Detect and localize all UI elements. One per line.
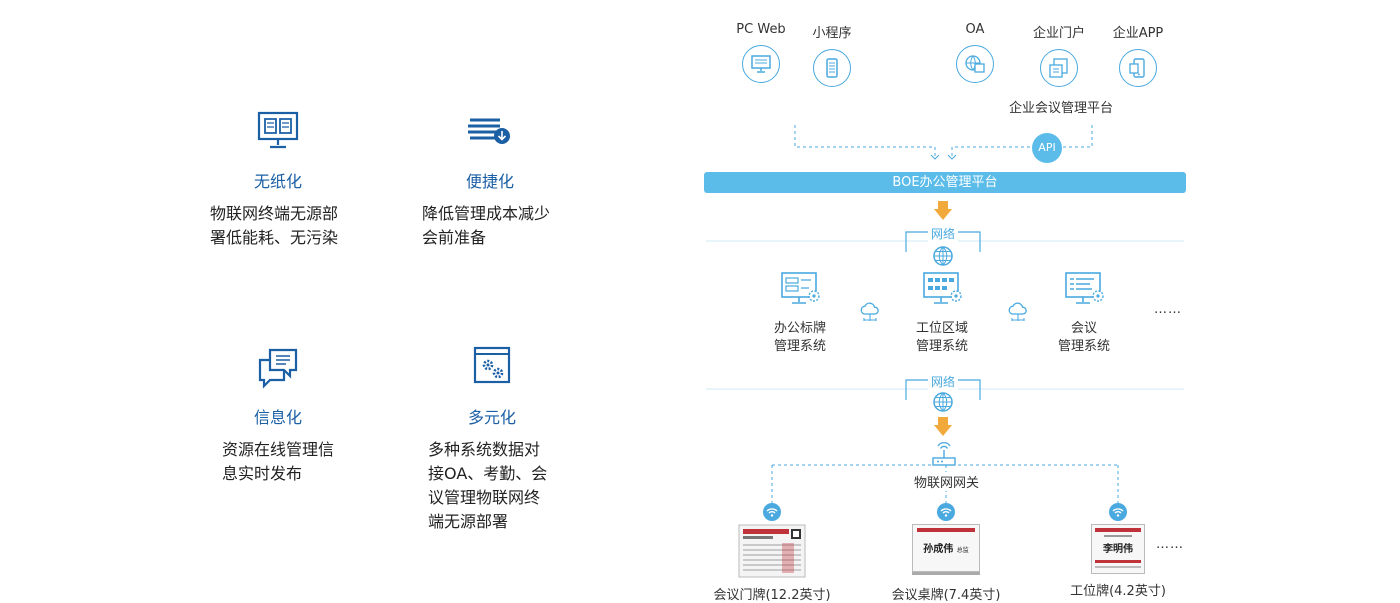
- client-label: 企业APP: [1112, 26, 1164, 41]
- system-label: 办公标牌 管理系统: [773, 321, 826, 354]
- meeting-system-icon: [1065, 272, 1104, 304]
- stack-download-icon: [464, 110, 516, 154]
- client-label: 企业门户: [1032, 26, 1085, 41]
- device-door-sign: 会议门牌(12.2英寸): [712, 502, 832, 603]
- enterprise-portal-icon: [1040, 49, 1078, 87]
- device-screen-title: 总监: [956, 547, 969, 554]
- feature-paperless: 无纸化 物联网终端无源部 署低能耗、无污染: [168, 110, 388, 250]
- down-arrow-icon: [934, 201, 952, 220]
- cloud-network-icon: [860, 302, 879, 321]
- client-label: OA: [965, 22, 985, 37]
- signage-system-icon: [781, 272, 820, 304]
- feature-diversified: 多元化 多种系统数据对 接OA、考勤、会 议管理物联网终 端无源部署: [382, 346, 602, 534]
- more-systems-ellipsis: ……: [1154, 302, 1182, 317]
- gateway-label: 物联网网关: [912, 472, 982, 491]
- network-label: 网络: [928, 225, 959, 242]
- pc-web-icon: [742, 45, 780, 83]
- feature-desc: 降低管理成本减少 会前准备: [422, 204, 551, 247]
- client-enterprise-portal: 企业门户: [1014, 22, 1104, 87]
- feature-title: 多元化: [467, 408, 516, 427]
- system-label: 工位区域 管理系统: [915, 321, 968, 354]
- system-workspace: 工位区域 管理系统: [882, 270, 1002, 356]
- client-mini-program: 小程序: [787, 22, 877, 87]
- boe-platform-bar: BOE办公管理平台: [704, 172, 1186, 193]
- network-label: 网络: [928, 373, 959, 390]
- chat-bubbles-icon: [252, 346, 304, 390]
- system-label: 会议 管理系统: [1057, 321, 1110, 354]
- client-label: 小程序: [812, 26, 852, 41]
- feature-convenient: 便捷化 降低管理成本减少 会前准备: [380, 110, 600, 250]
- iot-gateway-icon: [932, 442, 956, 466]
- client-enterprise-app: 企业APP: [1093, 22, 1183, 87]
- system-meeting: 会议 管理系统: [1024, 270, 1144, 356]
- device-screen-name: 李明伟: [1103, 544, 1133, 555]
- api-badge: API: [1032, 133, 1062, 163]
- client-oa: OA: [930, 22, 1020, 83]
- cloud-network-icon: [1008, 302, 1027, 321]
- wifi-icon: [1109, 503, 1127, 521]
- system-signage: 办公标牌 管理系统: [740, 270, 860, 356]
- feature-desc: 物联网终端无源部 署低能耗、无污染: [210, 204, 339, 247]
- down-arrow-icon: [934, 417, 952, 436]
- feature-desc: 资源在线管理信 息实时发布: [222, 440, 335, 483]
- monitor-book-icon: [252, 110, 304, 154]
- device-label: 会议门牌(12.2英寸): [713, 588, 831, 603]
- feature-title: 无纸化: [253, 172, 302, 191]
- enterprise-platform-label: 企业会议管理平台: [1009, 101, 1114, 116]
- globe-icon: [933, 392, 953, 412]
- wifi-icon: [937, 503, 955, 521]
- client-label: PC Web: [736, 22, 786, 37]
- door-sign-device: [738, 524, 806, 578]
- more-devices-ellipsis: ……: [1156, 537, 1184, 552]
- feature-information: 信息化 资源在线管理信 息实时发布: [168, 346, 388, 486]
- oa-icon: [956, 45, 994, 83]
- device-label: 工位牌(4.2英寸): [1070, 584, 1166, 599]
- globe-icon: [933, 246, 953, 266]
- feature-title: 信息化: [253, 408, 302, 427]
- wifi-icon: [763, 503, 781, 521]
- mini-program-icon: [813, 49, 851, 87]
- desk-sign-device: 李明伟: [1091, 524, 1145, 574]
- window-gears-icon: [466, 346, 518, 390]
- feature-title: 便捷化: [465, 172, 514, 191]
- table-sign-device: 孙成伟 总监: [912, 524, 980, 572]
- device-table-sign: 孙成伟 总监 会议桌牌(7.4英寸): [886, 502, 1006, 603]
- workspace-system-icon: [923, 272, 962, 304]
- device-screen-name: 孙成伟: [923, 544, 954, 555]
- client-pc-web: PC Web: [716, 22, 806, 83]
- device-desk-sign: 李明伟 工位牌(4.2英寸): [1058, 502, 1178, 599]
- enterprise-app-icon: [1119, 49, 1157, 87]
- feature-desc: 多种系统数据对 接OA、考勤、会 议管理物联网终 端无源部署: [428, 440, 548, 531]
- device-label: 会议桌牌(7.4英寸): [891, 588, 1001, 603]
